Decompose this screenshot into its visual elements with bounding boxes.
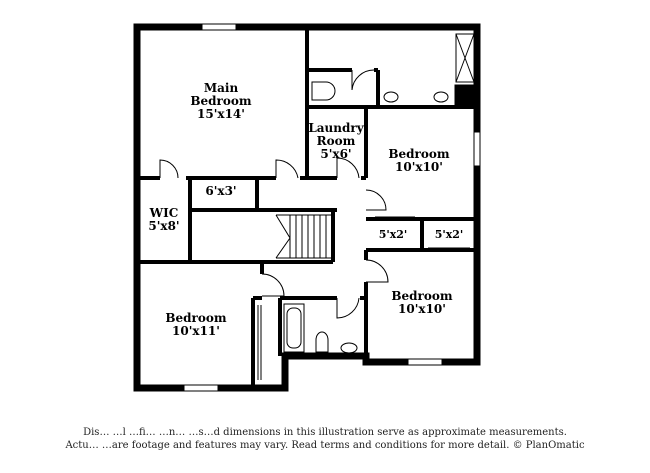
laundry-name-line2: Room [317, 134, 356, 148]
closet-left-size: 5'x2' [379, 228, 408, 241]
main-bedroom-name-line1: Main [204, 81, 239, 95]
bedroom-se-size: 10'x10' [398, 302, 446, 316]
bedroom-ne-name: Bedroom [388, 147, 449, 161]
wic-size: 5'x8' [148, 219, 179, 233]
laundry-size: 5'x6' [320, 147, 351, 161]
doors [159, 69, 389, 319]
bedroom-sw-name: Bedroom [165, 311, 226, 325]
interior-walls [137, 27, 477, 388]
stairs [275, 214, 333, 259]
closet-doors [257, 216, 470, 380]
disclaimer-line-1: Dis… …l …fi… …n… …s…d dimensions in this… [83, 427, 567, 438]
closet-right-size: 5'x2' [435, 228, 464, 241]
bedroom-se-name: Bedroom [391, 289, 452, 303]
wic-name: WIC [149, 206, 179, 220]
hall-closet-size: 6'x3' [205, 184, 236, 198]
bedroom-sw-size: 10'x11' [172, 324, 220, 338]
bath-fixtures [283, 33, 476, 354]
windows [183, 23, 481, 392]
main-bedroom-name-line2: Bedroom [190, 94, 251, 108]
bedroom-ne-size: 10'x10' [395, 160, 443, 174]
main-bedroom-size: 15'x14' [197, 107, 245, 121]
laundry-name-line1: Laundry [308, 121, 364, 135]
disclaimer-line-2: Actu… …are footage and features may vary… [65, 440, 585, 451]
